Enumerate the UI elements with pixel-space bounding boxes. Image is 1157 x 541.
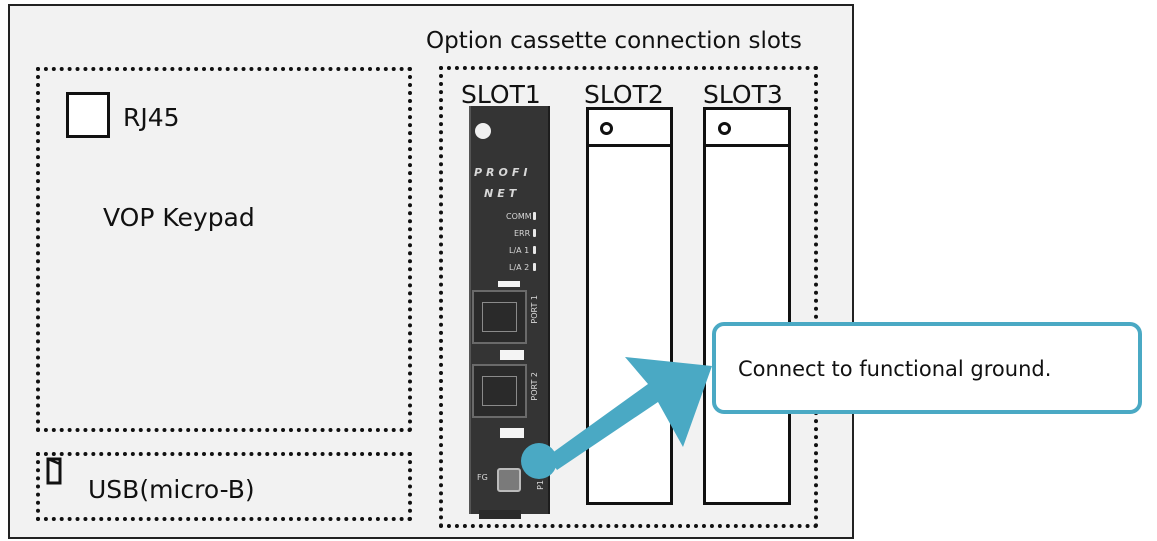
port2-bottom-tab <box>500 428 524 438</box>
usb-area <box>36 452 412 521</box>
ethernet-port-2 <box>472 364 527 418</box>
keypad-area <box>36 67 412 432</box>
callout-box <box>712 322 1142 414</box>
module-brand-line1: PROFI <box>474 166 532 179</box>
slot2-label: SLOT2 <box>584 80 664 109</box>
port1-top-tab <box>498 281 520 287</box>
usb-label: USB(micro-B) <box>88 475 255 504</box>
led-la2-label: L/A 2 <box>509 263 530 272</box>
module-brand-line2: NET <box>484 187 521 200</box>
fg-screw-icon <box>497 468 521 492</box>
port1-bottom-tab <box>500 350 524 360</box>
slot2-mount-hole <box>600 122 613 135</box>
led-la2 <box>533 263 536 271</box>
fg-label: FG <box>477 473 488 482</box>
ethernet-port-1 <box>472 290 527 344</box>
slot3-mount-hole <box>718 122 731 135</box>
port1-socket <box>482 302 517 332</box>
module-mount-hole <box>475 123 491 139</box>
led-la1-label: L/A 1 <box>509 246 530 255</box>
slot1-label: SLOT1 <box>461 80 541 109</box>
slot3-label: SLOT3 <box>703 80 783 109</box>
led-comm <box>533 212 536 220</box>
module-bottom-foot <box>479 510 521 519</box>
usb-connector-icon <box>46 457 62 485</box>
led-err-label: ERR <box>514 229 531 238</box>
rj45-label: RJ45 <box>123 103 180 132</box>
port2-socket <box>482 376 517 406</box>
keypad-label: VOP Keypad <box>103 203 255 232</box>
slots-header-label: Option cassette connection slots <box>426 28 802 54</box>
led-comm-label: COMM <box>506 212 532 221</box>
led-err <box>533 229 536 237</box>
slot3-cassette <box>703 107 791 505</box>
rj45-icon <box>66 92 110 138</box>
callout-text: Connect to functional ground. <box>738 357 1052 381</box>
option-slots-area <box>439 66 818 528</box>
led-la1 <box>533 246 536 254</box>
